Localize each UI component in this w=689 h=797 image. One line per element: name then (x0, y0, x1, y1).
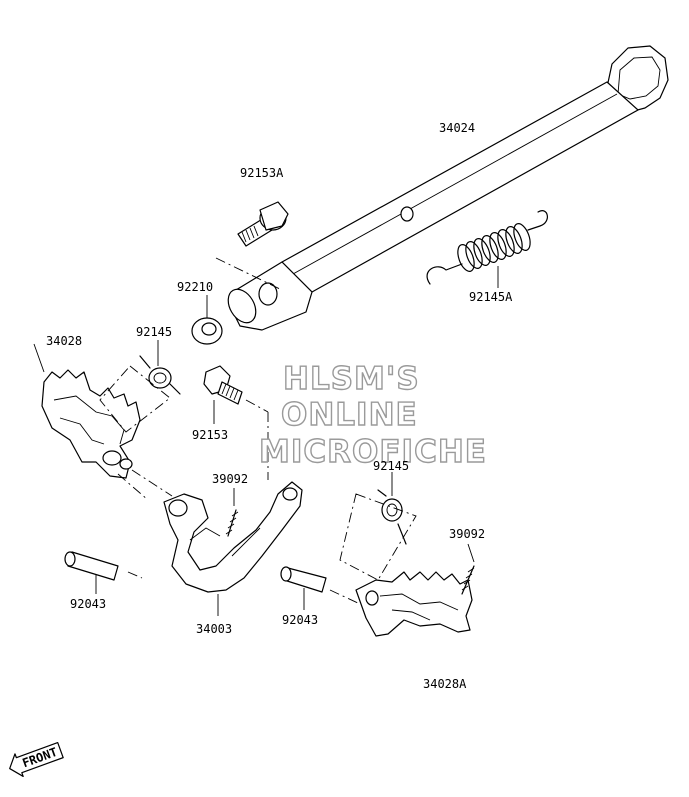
watermark-line-2: ONLINE (281, 397, 418, 433)
label-34028A: 34028A (423, 677, 467, 691)
footpeg-34028 (33, 343, 173, 501)
bolt-92153 (203, 365, 269, 424)
bolt-92153A (215, 201, 289, 291)
label-92043-left: 92043 (70, 597, 106, 611)
collar-92210 (191, 295, 223, 345)
front-arrow-icon (9, 741, 64, 778)
label-92210: 92210 (177, 280, 213, 294)
label-39092-left: 39092 (212, 472, 248, 486)
label-34028: 34028 (46, 334, 82, 348)
spring-92145-left (99, 340, 181, 433)
label-92145A: 92145A (469, 290, 513, 304)
label-92043-right: 92043 (282, 613, 318, 627)
bracket-34003 (163, 412, 303, 616)
pin-39092-right (461, 543, 475, 595)
label-92145-left: 92145 (136, 325, 172, 339)
spring-92145A (426, 210, 548, 288)
watermark-line-1: HLSM'S (283, 361, 420, 397)
side-stand-34024 (227, 45, 669, 331)
pin-39092-left (225, 488, 239, 537)
pin-92043-right (280, 566, 361, 610)
label-39092-right: 39092 (449, 527, 485, 541)
label-92153: 92153 (192, 428, 228, 442)
label-34024: 34024 (439, 121, 475, 135)
label-92153A: 92153A (240, 166, 284, 180)
watermark-line-3: MICROFICHE (259, 434, 487, 470)
front-badge: FRONT (9, 741, 64, 778)
footpeg-34028A (355, 571, 473, 637)
label-92145-right: 92145 (373, 459, 409, 473)
pin-92043-left (64, 551, 143, 594)
watermark: HLSM'S ONLINE MICROFICHE (258, 360, 487, 470)
label-34003: 34003 (196, 622, 232, 636)
spring-92145-right (339, 472, 417, 581)
